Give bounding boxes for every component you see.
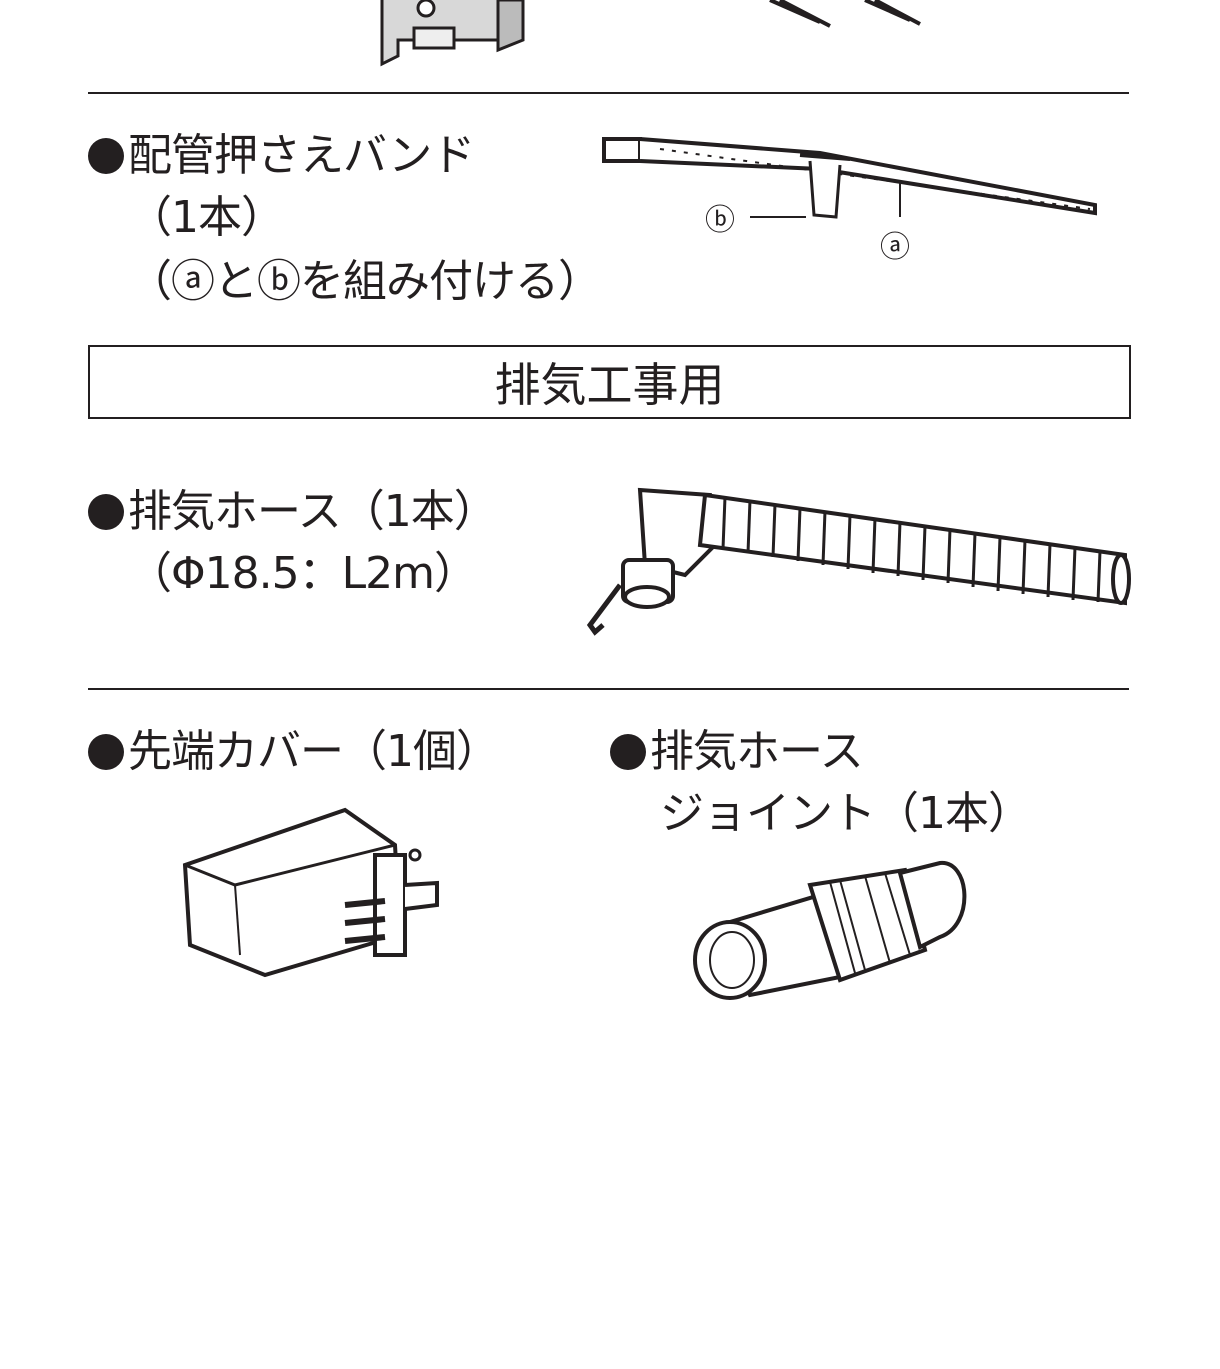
section-heading: 排気工事用 [88, 345, 1131, 419]
screws-illustration [769, 0, 921, 28]
exhaust-hose-title-text: 排気ホース（1本） [128, 486, 498, 537]
bracket-illustration [380, 0, 525, 67]
hose-joint-title-line1: 排気ホース [610, 726, 864, 778]
band-illustration [602, 137, 1097, 219]
bullet-icon [88, 494, 124, 530]
bullet-icon [88, 734, 124, 770]
band-title-text: 配管押さえバンド [128, 130, 475, 181]
exhaust-hose-illustration [586, 487, 1131, 636]
band-qty: （1本） [128, 192, 285, 243]
tip-cover-title-text: 先端カバー（1個） [128, 726, 500, 777]
callout-b: ⓑ [705, 203, 735, 238]
hose-joint-title-text: 排気ホース [650, 726, 864, 777]
bullet-icon [88, 138, 124, 174]
band-title: 配管押さえバンド [88, 130, 475, 182]
callout-a: ⓐ [880, 230, 910, 265]
divider [88, 688, 1129, 690]
exhaust-hose-title: 排気ホース（1本） [88, 486, 498, 538]
divider [88, 92, 1129, 94]
band-note: （ⓐとⓑを組み付ける） [128, 256, 602, 307]
bullet-icon [610, 734, 646, 770]
tip-cover-illustration [182, 807, 439, 978]
tip-cover-title: 先端カバー（1個） [88, 726, 500, 778]
hose-joint-title-line2: ジョイント（1本） [660, 788, 1032, 839]
hose-joint-illustration [693, 860, 967, 1000]
exhaust-hose-spec: （Φ18.5：L2m） [128, 548, 478, 599]
